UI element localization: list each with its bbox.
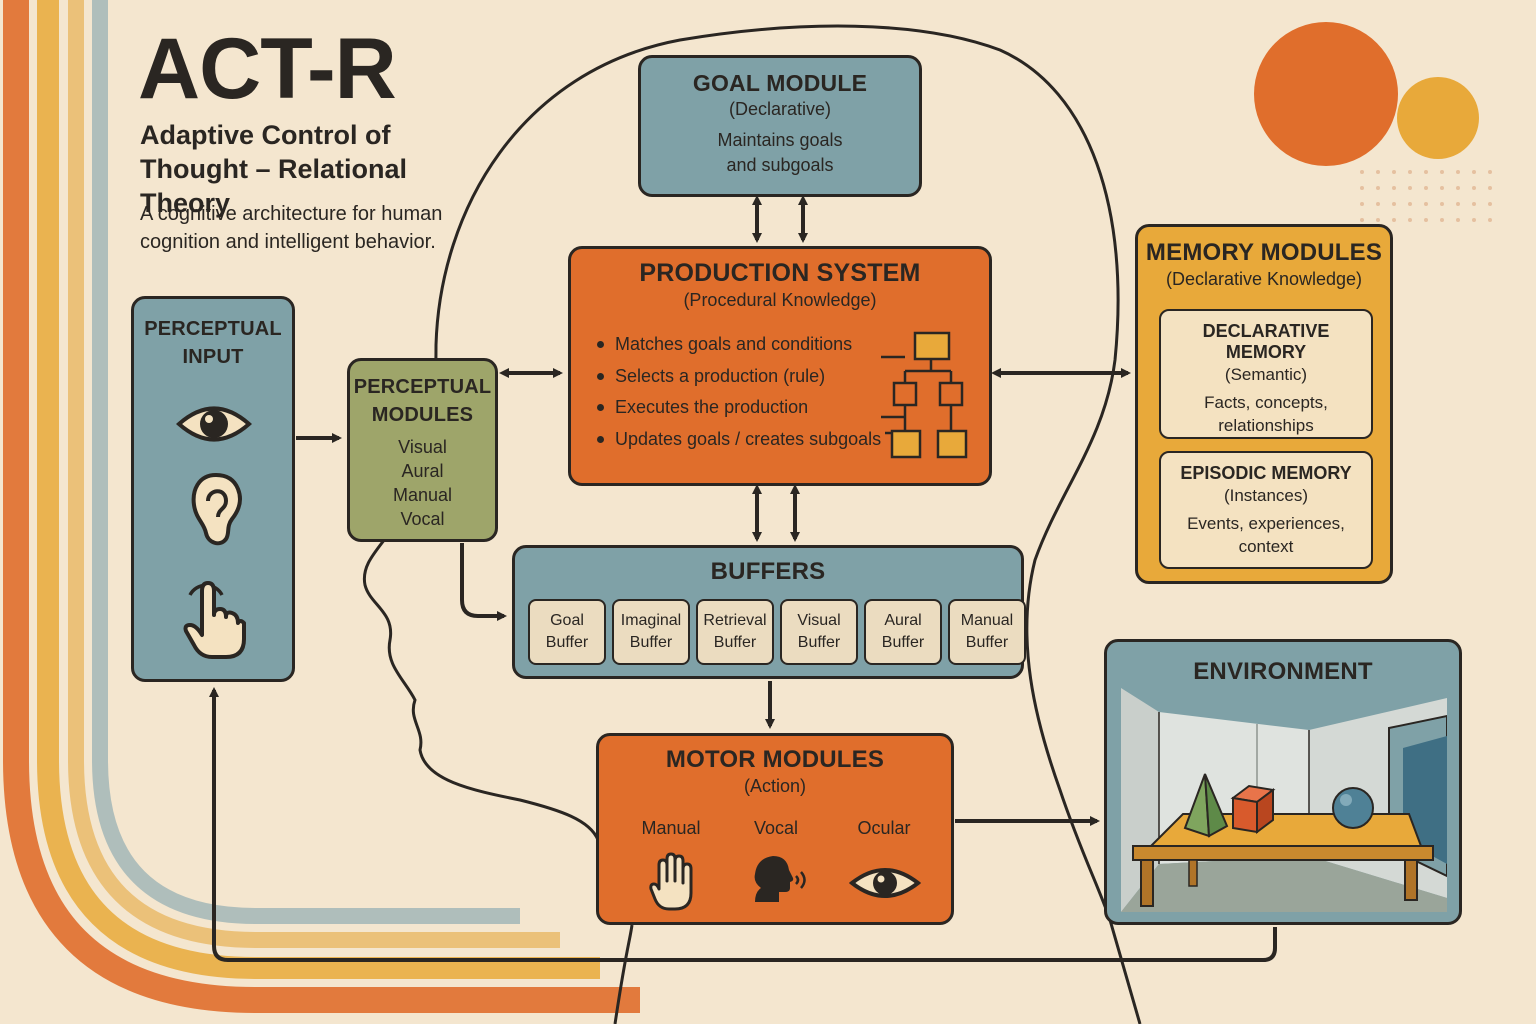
declarative-memory-body-line: Facts, concepts, xyxy=(1204,393,1328,412)
perceptual-input-title: PERCEPTUAL xyxy=(144,318,282,340)
buffer-label: Buffer xyxy=(881,634,925,651)
memory-modules-subtitle: (Declarative Knowledge) xyxy=(1165,269,1363,289)
environment-room-scene xyxy=(1121,688,1447,912)
declarative-memory: DECLARATIVE MEMORY (Semantic) Facts, con… xyxy=(1159,309,1373,439)
ocular-eye-icon xyxy=(849,868,921,898)
buffer-label: Buffer xyxy=(545,634,589,651)
ear-icon xyxy=(191,472,242,546)
environment-title: ENVIRONMENT xyxy=(1193,658,1373,685)
production-system-subtitle: (Procedural Knowledge) xyxy=(683,290,877,310)
hand-icon xyxy=(649,852,693,911)
episodic-memory-body-line: Events, experiences, xyxy=(1187,514,1345,533)
page-title: ACT-R xyxy=(138,21,397,117)
buffer-label: Visual xyxy=(797,612,841,629)
perceptual-module-item: Aural xyxy=(401,461,444,481)
production-system: PRODUCTION SYSTEM (Procedural Knowledge)… xyxy=(568,246,992,486)
perceptual-modules-title: MODULES xyxy=(371,404,474,426)
production-steps-list: Matches goals and conditions Selects a p… xyxy=(595,329,989,455)
episodic-memory-body-line: context xyxy=(1238,537,1294,556)
declarative-memory-title: DECLARATIVE MEMORY xyxy=(1202,321,1330,362)
goal-module-body-line: and subgoals xyxy=(726,155,834,175)
buffer-label: Goal xyxy=(550,612,584,629)
production-step: Updates goals / creates subgoals xyxy=(595,424,989,456)
perceptual-module-item: Vocal xyxy=(400,509,445,529)
episodic-memory-subtitle: (Instances) xyxy=(1223,486,1309,505)
perceptual-input-title: INPUT xyxy=(182,346,244,368)
flowchart-icon xyxy=(881,331,968,459)
memory-modules: MEMORY MODULES (Declarative Knowledge) D… xyxy=(1135,224,1393,584)
goal-module: GOAL MODULE (Declarative) Maintains goal… xyxy=(638,55,922,197)
buffer-label: Buffer xyxy=(797,634,841,651)
memory-modules-title: MEMORY MODULES xyxy=(1145,239,1383,266)
goal-module-title: GOAL MODULE xyxy=(692,70,868,96)
episodic-memory-title: EPISODIC MEMORY xyxy=(1180,463,1352,483)
buffers-title: BUFFERS xyxy=(710,558,826,585)
eye-icon xyxy=(176,406,252,442)
motor-modules: MOTOR MODULES (Action) Manual Vocal Ocul… xyxy=(596,733,954,925)
motor-modules-subtitle: (Action) xyxy=(743,776,806,796)
episodic-memory: EPISODIC MEMORY (Instances) Events, expe… xyxy=(1159,451,1373,569)
buffer-label: Aural xyxy=(884,612,922,629)
buffer-label: Buffer xyxy=(965,634,1009,651)
page-description: A cognitive architecture for human cogni… xyxy=(140,203,443,253)
page-subtitle: Adaptive Control of Thought – Relational… xyxy=(140,120,407,218)
buffer-label: Buffer xyxy=(629,634,673,651)
motor-modules-title: MOTOR MODULES xyxy=(665,746,885,773)
environment: ENVIRONMENT xyxy=(1104,639,1462,925)
speaking-head-icon xyxy=(754,856,806,902)
goal-module-subtitle: (Declarative) xyxy=(728,99,832,119)
declarative-memory-subtitle: (Semantic) xyxy=(1224,365,1308,384)
production-system-title: PRODUCTION SYSTEM xyxy=(639,259,921,287)
touch-hand-icon xyxy=(183,581,246,659)
motor-output-label: Vocal xyxy=(753,818,799,838)
goal-module-body-line: Maintains goals xyxy=(717,130,843,150)
buffer-label: Buffer xyxy=(713,634,757,651)
declarative-memory-body-line: relationships xyxy=(1218,416,1314,435)
production-step: Matches goals and conditions xyxy=(595,329,989,361)
buffer-label: Manual xyxy=(960,612,1014,629)
motor-output-label: Ocular xyxy=(857,818,911,838)
buffer-label: Retrieval xyxy=(703,612,767,629)
perceptual-input: PERCEPTUAL INPUT xyxy=(131,296,295,682)
perceptual-module-item: Manual xyxy=(392,485,453,505)
production-step: Executes the production xyxy=(595,392,989,424)
connector-arrows xyxy=(209,195,1277,962)
buffer-label: Imaginal xyxy=(620,612,682,629)
perceptual-modules: PERCEPTUAL MODULES Visual Aural Manual V… xyxy=(347,358,498,542)
perceptual-module-item: Visual xyxy=(398,437,447,457)
production-step: Selects a production (rule) xyxy=(595,361,989,393)
perceptual-modules-title: PERCEPTUAL xyxy=(353,376,492,398)
motor-output-label: Manual xyxy=(641,818,701,838)
